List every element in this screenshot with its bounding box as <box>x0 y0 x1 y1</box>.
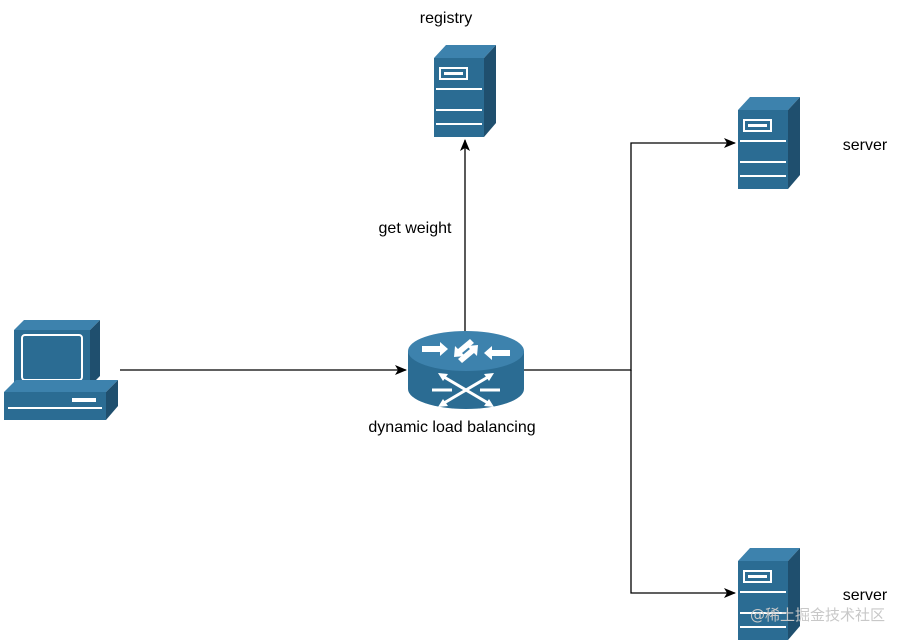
balancer-label: dynamic load balancing <box>368 419 535 436</box>
server-tower-icon <box>738 548 800 640</box>
edge-balancer-to-servers <box>524 138 736 598</box>
get-weight-label: get weight <box>379 220 452 237</box>
server-bottom-label: server <box>843 587 888 604</box>
server-top-label: server <box>843 137 888 154</box>
server-tower-icon <box>738 97 800 189</box>
watermark-text: @稀土掘金技术社区 <box>750 606 885 624</box>
router-icon <box>408 331 524 409</box>
desktop-computer-icon <box>4 320 118 420</box>
registry-label: registry <box>420 10 472 27</box>
server-tower-icon <box>434 45 496 137</box>
